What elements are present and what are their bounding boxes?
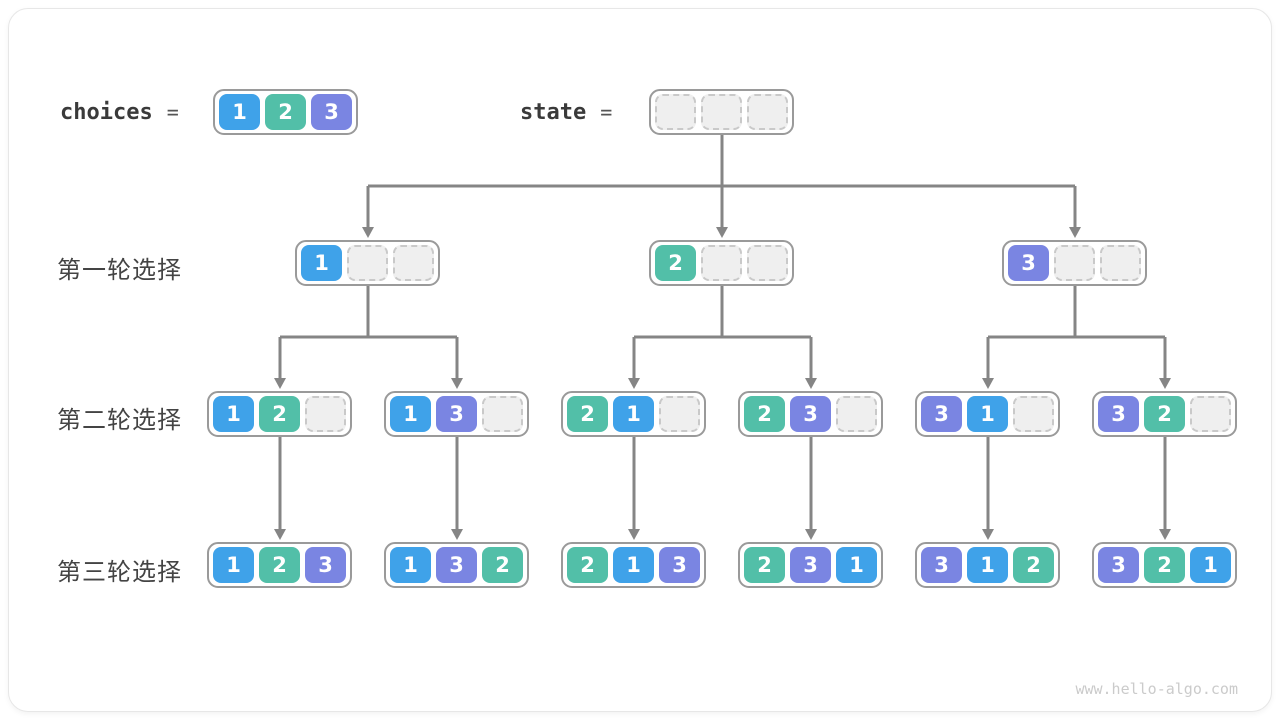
round-2-label: 第二轮选择 — [57, 407, 182, 434]
value-cell: 2 — [1013, 547, 1054, 583]
choices-header: choices = — [60, 89, 179, 135]
round-3-label: 第三轮选择 — [57, 559, 182, 586]
value-cell: 2 — [567, 396, 608, 432]
value-cell: 2 — [744, 396, 785, 432]
value-cell: 1 — [836, 547, 877, 583]
value-cell: 3 — [659, 547, 700, 583]
value-cell: 2 — [744, 547, 785, 583]
value-cell: 1 — [613, 547, 654, 583]
value-cell: 3 — [436, 547, 477, 583]
value-cell: 2 — [259, 396, 300, 432]
value-cell: 1 — [1190, 547, 1231, 583]
value-cell: 3 — [1098, 396, 1139, 432]
value-cell: 3 — [1008, 245, 1049, 281]
state-array — [649, 89, 794, 135]
value-cell: 2 — [567, 547, 608, 583]
equals-sign: = — [166, 100, 179, 124]
empty-cell — [347, 245, 388, 281]
tree-node: 2 — [649, 240, 794, 286]
value-cell: 3 — [921, 396, 962, 432]
value-cell: 3 — [1098, 547, 1139, 583]
equals-sign: = — [600, 100, 613, 124]
value-cell: 3 — [921, 547, 962, 583]
value-cell: 2 — [1144, 396, 1185, 432]
value-cell: 2 — [1144, 547, 1185, 583]
empty-cell — [393, 245, 434, 281]
empty-cell — [747, 245, 788, 281]
empty-cell — [701, 245, 742, 281]
empty-cell — [655, 94, 696, 130]
value-cell: 1 — [613, 396, 654, 432]
value-cell: 3 — [790, 547, 831, 583]
value-cell: 2 — [259, 547, 300, 583]
value-cell: 3 — [305, 547, 346, 583]
value-cell: 2 — [655, 245, 696, 281]
choices-label: choices — [60, 99, 153, 125]
empty-cell — [701, 94, 742, 130]
value-cell: 3 — [790, 396, 831, 432]
value-cell: 1 — [301, 245, 342, 281]
empty-cell — [482, 396, 523, 432]
empty-cell — [659, 396, 700, 432]
empty-cell — [1190, 396, 1231, 432]
empty-cell — [305, 396, 346, 432]
value-cell: 2 — [482, 547, 523, 583]
round-1-label: 第一轮选择 — [57, 257, 182, 284]
tree-node: 3 — [1002, 240, 1147, 286]
value-cell: 1 — [967, 396, 1008, 432]
value-cell: 2 — [265, 94, 306, 130]
empty-cell — [1054, 245, 1095, 281]
value-cell: 1 — [219, 94, 260, 130]
value-cell: 1 — [390, 396, 431, 432]
value-cell: 3 — [436, 396, 477, 432]
empty-cell — [1013, 396, 1054, 432]
tree-node: 1 — [295, 240, 440, 286]
empty-cell — [1100, 245, 1141, 281]
state-label: state — [520, 99, 587, 125]
value-cell: 1 — [213, 547, 254, 583]
empty-cell — [747, 94, 788, 130]
state-header: state = — [520, 89, 612, 135]
value-cell: 3 — [311, 94, 352, 130]
empty-cell — [836, 396, 877, 432]
value-cell: 1 — [967, 547, 1008, 583]
watermark: www.hello-algo.com — [1075, 680, 1238, 698]
value-cell: 1 — [390, 547, 431, 583]
value-cell: 1 — [213, 396, 254, 432]
